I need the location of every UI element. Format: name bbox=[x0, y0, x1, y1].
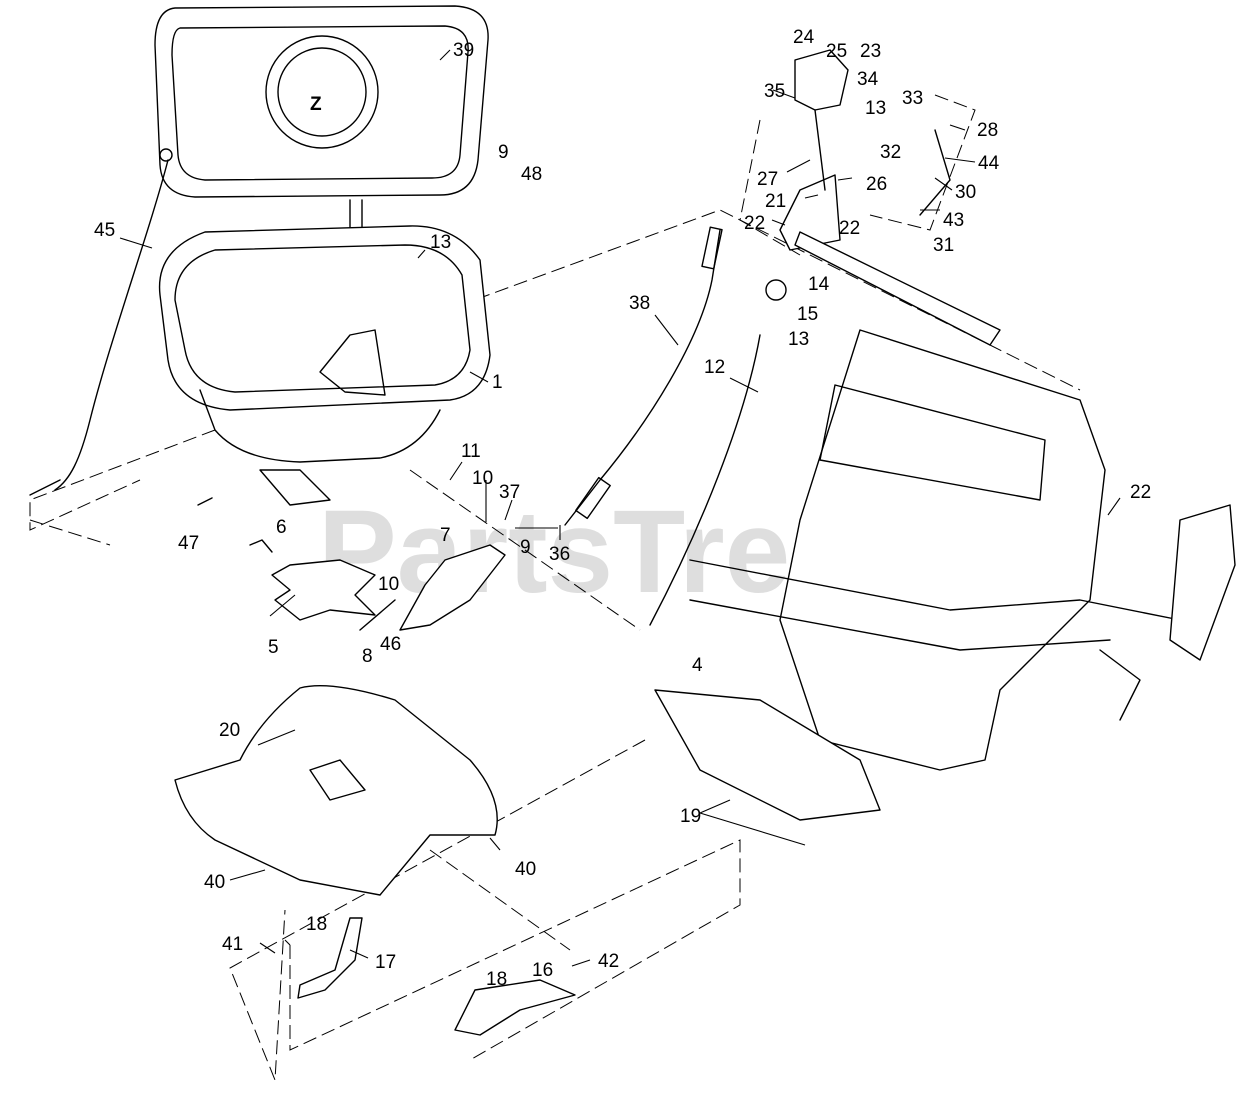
callout-16: 16 bbox=[532, 960, 553, 981]
callout-38: 38 bbox=[629, 293, 650, 314]
control-lever-assembly bbox=[779, 49, 1001, 346]
callout-32: 32 bbox=[880, 142, 901, 163]
callout-46: 46 bbox=[380, 634, 401, 655]
callout-37: 37 bbox=[499, 482, 520, 503]
callout-27: 27 bbox=[757, 169, 778, 190]
callout-25: 25 bbox=[826, 41, 847, 62]
tractor-frame bbox=[654, 329, 1236, 821]
hopper-logo: Z bbox=[310, 94, 322, 115]
callout-18-upper: 18 bbox=[306, 914, 327, 935]
callout-14: 14 bbox=[808, 274, 830, 295]
callout-48: 48 bbox=[521, 164, 542, 185]
control-cable bbox=[29, 148, 173, 496]
leader-lines bbox=[119, 49, 1121, 967]
assembly-dashed-lines bbox=[29, 94, 1081, 1081]
callout-6: 6 bbox=[276, 517, 287, 538]
deflector-cable bbox=[564, 226, 723, 526]
deflector-shield bbox=[174, 685, 498, 896]
hopper-cover: Z bbox=[154, 5, 489, 236]
callout-42: 42 bbox=[598, 951, 619, 972]
callout-18-lower: 18 bbox=[486, 969, 507, 990]
spinner-parts bbox=[197, 497, 506, 631]
callout-9-top: 9 bbox=[498, 142, 509, 163]
callout-13-lever: 13 bbox=[865, 98, 886, 119]
callout-17: 17 bbox=[375, 952, 396, 973]
callout-41: 41 bbox=[222, 934, 243, 955]
callout-34: 34 bbox=[857, 69, 879, 90]
shift-rod bbox=[649, 279, 787, 626]
watermark: PartsTree bbox=[318, 486, 856, 618]
callout-22-lever-right: 22 bbox=[839, 218, 860, 239]
callout-44: 44 bbox=[978, 153, 1000, 174]
callout-45: 45 bbox=[94, 220, 115, 241]
hopper bbox=[158, 225, 491, 506]
callout-1: 1 bbox=[492, 372, 503, 393]
mount-brackets bbox=[297, 917, 576, 1036]
callout-10-upper: 10 bbox=[472, 468, 493, 489]
callout-13-hopper: 13 bbox=[430, 232, 451, 253]
callout-13-rod: 13 bbox=[788, 329, 809, 350]
callout-23: 23 bbox=[860, 41, 881, 62]
callout-15: 15 bbox=[797, 304, 818, 325]
callout-39: 39 bbox=[453, 40, 474, 61]
callout-22-frame: 22 bbox=[1130, 482, 1151, 503]
callout-7: 7 bbox=[440, 525, 451, 546]
callout-28: 28 bbox=[977, 120, 998, 141]
callouts: 1 4 5 6 7 8 9 9 10 10 11 12 13 13 13 14 … bbox=[94, 27, 1151, 990]
callout-5: 5 bbox=[268, 637, 279, 658]
callout-10-lower: 10 bbox=[378, 574, 399, 595]
callout-33: 33 bbox=[902, 88, 923, 109]
callout-19: 19 bbox=[680, 806, 701, 827]
callout-4: 4 bbox=[692, 655, 703, 676]
callout-22-lever-left: 22 bbox=[744, 213, 765, 234]
callout-35: 35 bbox=[764, 81, 785, 102]
callout-40-right: 40 bbox=[515, 859, 536, 880]
callout-9-bottom: 9 bbox=[520, 537, 531, 558]
callout-43: 43 bbox=[943, 210, 964, 231]
callout-31: 31 bbox=[933, 235, 954, 256]
callout-8: 8 bbox=[362, 646, 373, 667]
callout-20: 20 bbox=[219, 720, 240, 741]
callout-21: 21 bbox=[765, 191, 786, 212]
callout-36: 36 bbox=[549, 544, 570, 565]
callout-40-left: 40 bbox=[204, 872, 225, 893]
callout-26: 26 bbox=[866, 174, 887, 195]
callout-30: 30 bbox=[955, 182, 976, 203]
callout-24: 24 bbox=[793, 27, 815, 48]
callout-47: 47 bbox=[178, 533, 199, 554]
callout-12: 12 bbox=[704, 357, 725, 378]
callout-11: 11 bbox=[461, 441, 481, 462]
